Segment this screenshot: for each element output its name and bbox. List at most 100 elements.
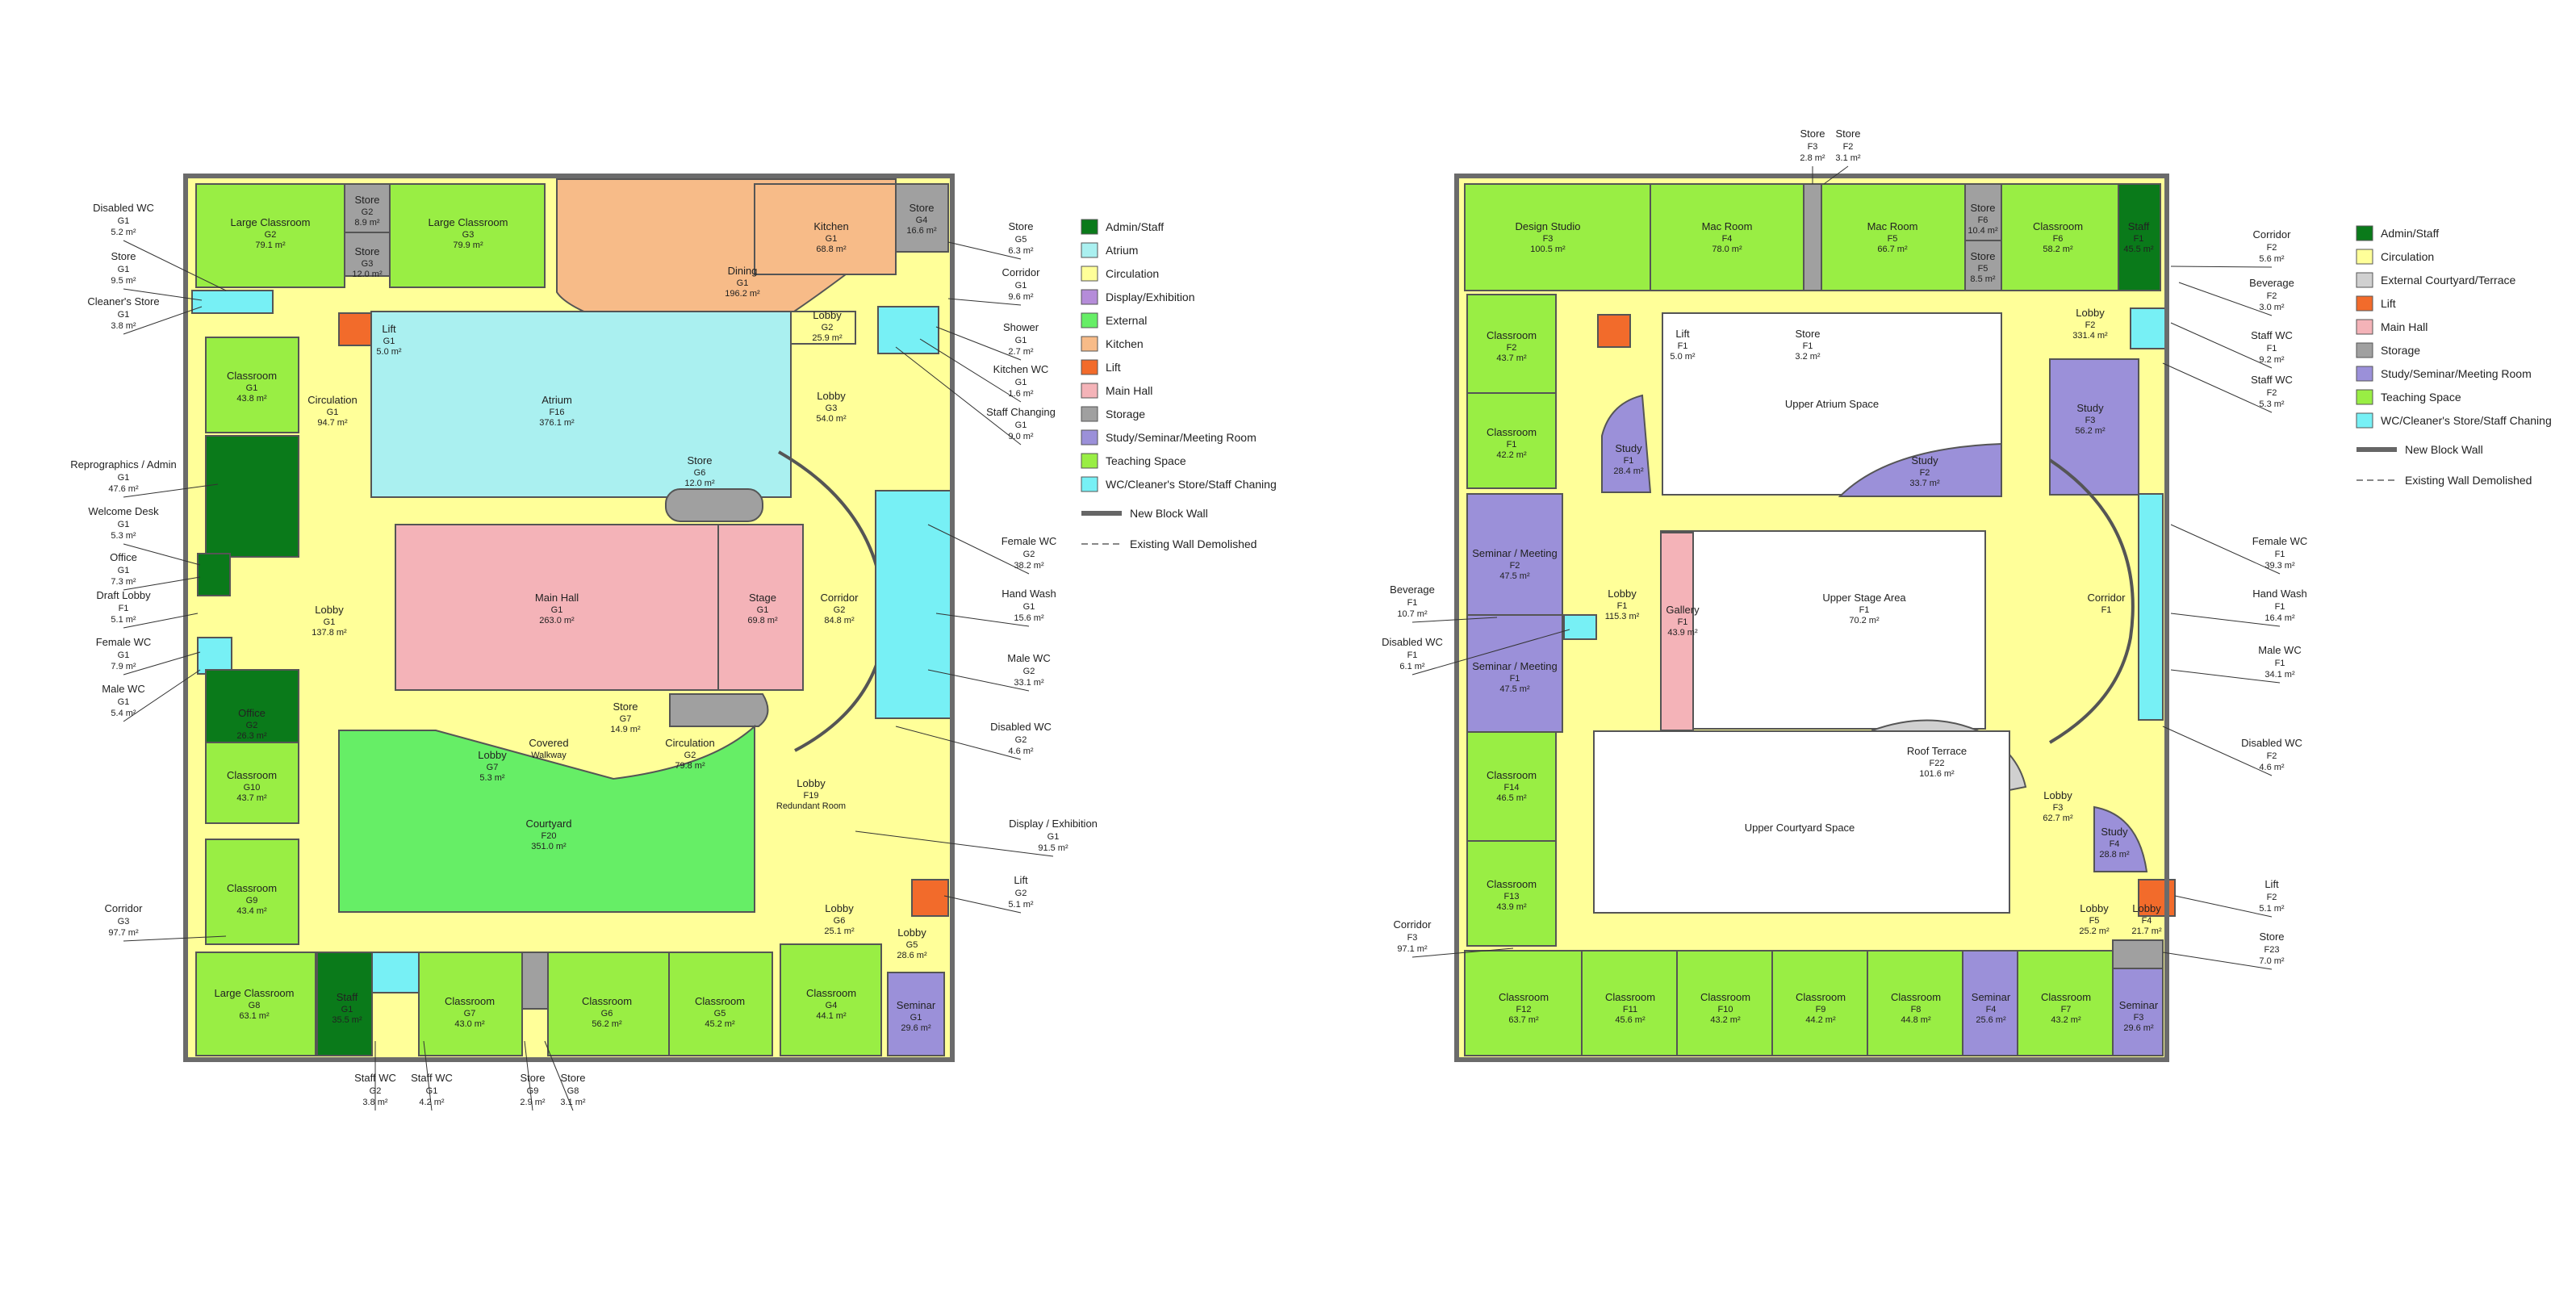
room-area: 44.1 m² [816,1011,847,1021]
room-staff-g1 [316,952,373,1056]
room-main-hall [395,524,719,691]
legend-swatch [2356,319,2373,335]
room-area: 43.4 m² [236,906,267,916]
room-area: 79.1 m² [255,241,286,250]
callout-name: Store [560,1072,585,1084]
legend-swatch [1081,359,1098,375]
callout-code: G1 [118,265,130,274]
callout-area: 5.2 m² [111,228,136,237]
leader-line [544,1040,574,1111]
room-area: Redundant Room [776,801,846,811]
room-area: 8.9 m² [354,218,380,228]
room-large-classroom-g8 [195,952,316,1056]
legend-swatch [1081,219,1098,235]
room-study-f1 [1601,394,1652,493]
leader-line [2170,322,2273,369]
room-seminar-g1 [887,972,945,1056]
room-name: Staff [337,991,358,1003]
legend-label: Storage [1106,408,1145,420]
leader-line [1411,617,1498,623]
room-name: Store [1970,202,1995,214]
room-code: F4 [2110,839,2120,849]
room-name: Study [2076,402,2104,414]
callout-name: Lift [2264,878,2279,890]
room-gallery [1660,532,1694,731]
callout-code: F2 [1843,142,1854,152]
room-large-classroom-g2 [195,183,345,288]
room-code: F9 [1816,1005,1826,1014]
room-area: 58.2 m² [2043,245,2073,254]
room-code: G1 [551,605,563,615]
room-name: Seminar / Meeting [1472,547,1558,559]
room-code: F1 [1678,341,1688,351]
room-area: 101.6 m² [1919,769,1955,779]
room-study-f4 [2093,805,2148,872]
leader-line [123,613,199,629]
room-area: 47.5 m² [1499,684,1530,694]
room-name: Store [909,202,934,214]
callout-code: F3 [1407,933,1418,943]
room-area: 137.8 m² [312,628,347,638]
room-code: F1 [1624,456,1634,466]
room-name: Study [2101,826,2128,838]
callout-name: Cleaner's Store [87,295,159,307]
callout-code: G1 [118,520,130,529]
room-area: 44.2 m² [1805,1015,1836,1025]
room-classroom-g6 [547,952,670,1056]
callout-area: 3.1 m² [560,1098,586,1107]
callout-area: 34.1 m² [2264,670,2295,680]
room-label-upper-atrium: Upper Atrium Space [1785,398,1879,410]
room-code: G5 [714,1009,726,1018]
room-name: Gallery [1666,604,1700,616]
callout-code: G1 [118,566,130,575]
room-name: Upper Courtyard Space [1745,822,1855,834]
room-lobby-g2 [790,311,856,345]
callout-area: 5.1 m² [1008,900,1034,910]
room-area: 100.5 m² [1530,245,1566,254]
room-area: 25.2 m² [2079,926,2110,936]
room-classroom-f12 [1464,950,1583,1056]
room-area: 29.6 m² [901,1023,931,1033]
room-upper-courtyard [1593,730,2010,914]
callout-area: 9.6 m² [1008,292,1034,302]
room-staff-wc [371,952,420,993]
callout-name: Kitchen WC [993,363,1049,375]
callout-code: F3 [1808,142,1818,152]
leader-line [935,326,1022,361]
room-area: 43.0 m² [454,1019,485,1029]
room-code: G2 [246,721,258,730]
leader-line [927,524,1030,575]
leader-line [524,1040,533,1111]
legend-label: Lift [1106,361,1121,374]
room-store-g7 [669,693,769,727]
room-name: Dining [728,265,758,277]
room-seminar-f1 [1466,614,1563,733]
callout-area: 2.8 m² [1800,153,1825,163]
room-name: Lobby [2080,902,2109,914]
callout-area: 5.4 m² [111,709,136,718]
room-name: Classroom [227,769,277,781]
room-code: G1 [327,408,339,417]
callout-area: 5.1 m² [111,615,136,625]
room-name: Classroom [1499,991,1549,1003]
room-code: F2 [1920,468,1930,478]
room-classroom-f8 [1867,950,1963,1056]
legend-swatch [2356,295,2373,312]
legend-swatch [2356,342,2373,358]
callout-name: Staff WC [2251,329,2293,341]
callout-code: G1 [1015,378,1027,387]
callout-name: Corridor [105,902,144,914]
